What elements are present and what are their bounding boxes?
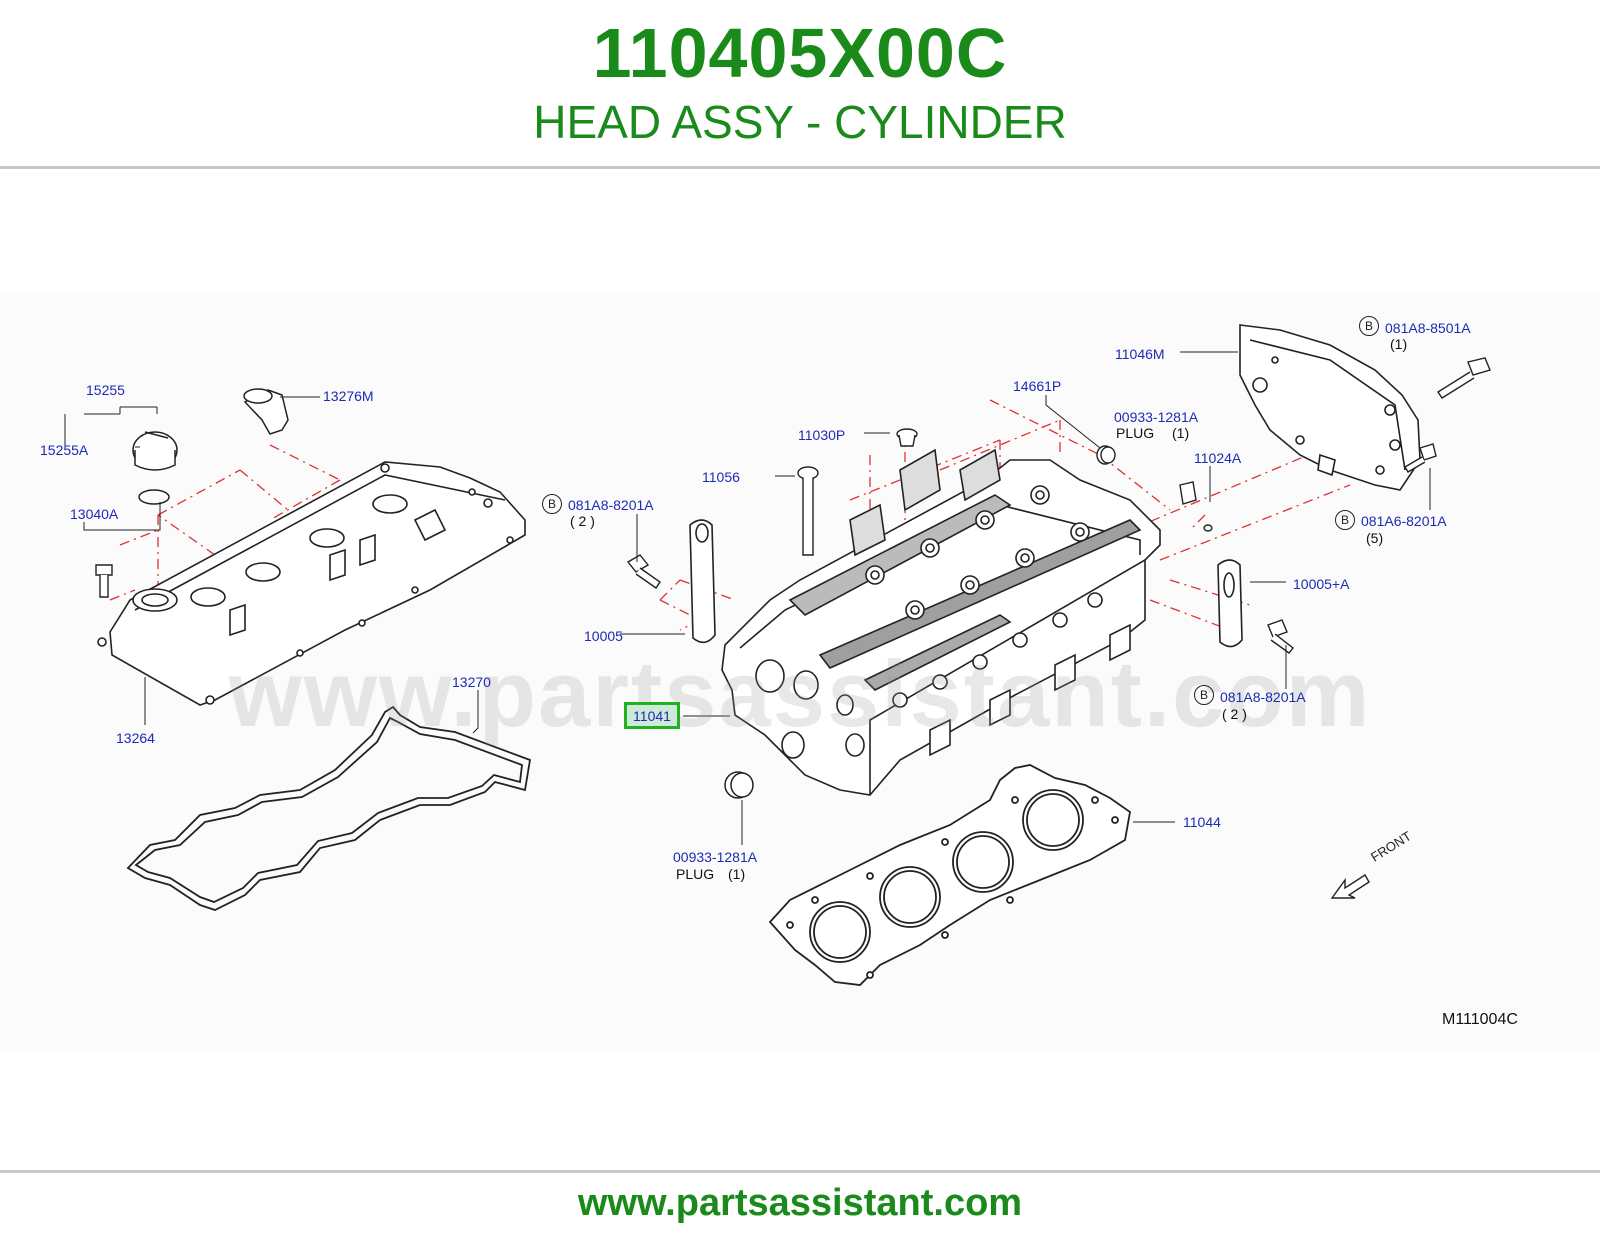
engine-slinger-right-drawing <box>1217 559 1243 648</box>
footer-divider <box>0 1170 1600 1173</box>
callout-13270[interactable]: 13270 <box>452 674 491 690</box>
callout-11044[interactable]: 11044 <box>1183 814 1221 830</box>
rocker-cover-gasket-drawing <box>126 705 532 911</box>
bolt-marker-cover: B <box>1335 510 1355 530</box>
bolt-right-cover-drawing <box>1404 443 1437 473</box>
callout-14661P[interactable]: 14661P <box>1013 378 1062 394</box>
cylinder-head-drawing <box>721 448 1161 796</box>
callout-081A8-8201A-left[interactable]: 081A8-8201A <box>568 497 654 513</box>
bolt-right-drawing <box>1267 619 1294 654</box>
header: 110405X00C HEAD ASSY - CYLINDER <box>0 0 1600 170</box>
bolt-top-right-drawing <box>1437 357 1491 399</box>
callout-081A6-8201A[interactable]: 081A6-8201A <box>1361 513 1447 529</box>
callout-13264[interactable]: 13264 <box>116 730 155 746</box>
qty-081A6-8201A: (5) <box>1366 530 1384 546</box>
callout-00933-1281A-top[interactable]: 00933-1281A <box>1114 409 1199 425</box>
callout-11030P[interactable]: 11030P <box>798 427 846 443</box>
callout-00933-1281A-bottom[interactable]: 00933-1281A <box>673 849 758 865</box>
rear-timing-cover-drawing <box>1239 324 1421 491</box>
callout-11024A[interactable]: 11024A <box>1194 450 1242 466</box>
bolt-left-drawing <box>626 554 661 589</box>
footer-site-link[interactable]: www.partsassistant.com <box>577 1182 1023 1224</box>
plug-label-bottom: PLUG <box>676 866 715 882</box>
leader-lines <box>64 351 1431 845</box>
bolt-marker-right: B <box>1194 685 1214 705</box>
callout-081A8-8501A[interactable]: 081A8-8501A <box>1385 320 1471 336</box>
callout-11041-label: 11041 <box>633 708 671 724</box>
qty-plug-top: (1) <box>1172 425 1190 441</box>
plug-11030P-drawing <box>896 428 918 447</box>
callout-10005-A[interactable]: 10005+A <box>1293 576 1350 592</box>
part-number-title: 110405X00C <box>592 14 1008 92</box>
callout-11046M[interactable]: 11046M <box>1115 346 1165 362</box>
oil-filler-cap-drawing <box>132 431 178 505</box>
qty-081A8-8201A-right: ( 2 ) <box>1222 706 1247 722</box>
callout-15255[interactable]: 15255 <box>86 382 125 398</box>
pcv-grommet-drawing <box>243 388 289 435</box>
qty-081A8-8201A-left: ( 2 ) <box>570 513 595 529</box>
qty-081A8-8501A: (1) <box>1390 336 1408 352</box>
bolt-marker-left: B <box>542 494 562 514</box>
head-bolt-drawing <box>797 466 819 556</box>
callout-13276M[interactable]: 13276M <box>323 388 374 404</box>
diagram-code: M111004C <box>1442 1011 1518 1028</box>
dowel-drawing <box>1179 481 1213 532</box>
plug-label-top: PLUG <box>1116 425 1155 441</box>
callout-081A8-8201A-right[interactable]: 081A8-8201A <box>1220 689 1306 705</box>
callout-11056[interactable]: 11056 <box>702 469 740 485</box>
bolt-13040A-drawing <box>95 564 113 598</box>
valve-cover-drawing <box>97 461 526 706</box>
qty-plug-bottom: (1) <box>728 866 746 882</box>
callout-13040A[interactable]: 13040A <box>70 506 119 522</box>
head-gasket-drawing <box>768 764 1131 986</box>
part-description-title: HEAD ASSY - CYLINDER <box>533 96 1067 148</box>
bolt-marker-top-right: B <box>1359 316 1379 336</box>
plug-top-drawing <box>1096 445 1116 465</box>
callout-10005[interactable]: 10005 <box>584 628 623 644</box>
front-arrow-icon <box>1330 874 1370 899</box>
callout-11041-highlighted[interactable]: 11041 <box>624 702 680 729</box>
engine-slinger-left-drawing <box>689 519 716 644</box>
header-divider <box>0 166 1600 169</box>
plug-bottom-drawing <box>724 771 754 799</box>
callout-15255A[interactable]: 15255A <box>40 442 89 458</box>
